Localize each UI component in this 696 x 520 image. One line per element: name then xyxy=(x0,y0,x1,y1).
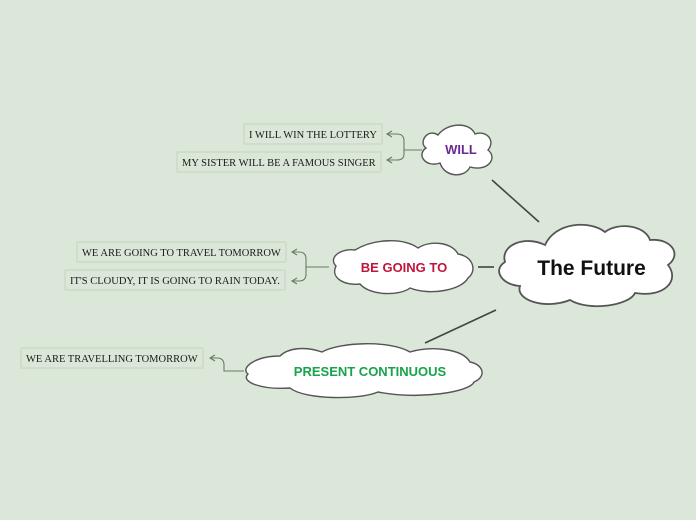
present-item-1[interactable]: WE ARE TRAVELLING TOMORROW xyxy=(20,347,204,369)
central-topic-label[interactable]: The Future xyxy=(537,257,646,280)
going-bracket xyxy=(292,251,329,282)
going-arrow-1 xyxy=(290,248,298,256)
present-bracket xyxy=(210,357,244,372)
going-item-2[interactable]: IT'S CLOUDY, IT IS GOING TO RAIN TODAY. xyxy=(64,269,286,291)
link-central-will xyxy=(491,179,540,223)
present-arrow xyxy=(208,354,216,362)
going-arrow-2 xyxy=(290,277,298,285)
going-topic-label[interactable]: BE GOING TO xyxy=(360,260,448,275)
link-central-present xyxy=(424,309,497,344)
present-topic-label[interactable]: PRESENT CONTINUOUS xyxy=(293,364,447,379)
will-item-2[interactable]: MY SISTER WILL BE A FAMOUS SINGER xyxy=(176,151,382,173)
will-arrow-1 xyxy=(385,130,393,138)
will-topic-label[interactable]: WILL xyxy=(445,142,477,157)
will-bracket xyxy=(388,133,422,161)
will-arrow-2 xyxy=(385,156,393,164)
going-item-1[interactable]: WE ARE GOING TO TRAVEL TOMORROW xyxy=(76,241,287,263)
will-item-1[interactable]: I WILL WIN THE LOTTERY xyxy=(243,123,383,145)
